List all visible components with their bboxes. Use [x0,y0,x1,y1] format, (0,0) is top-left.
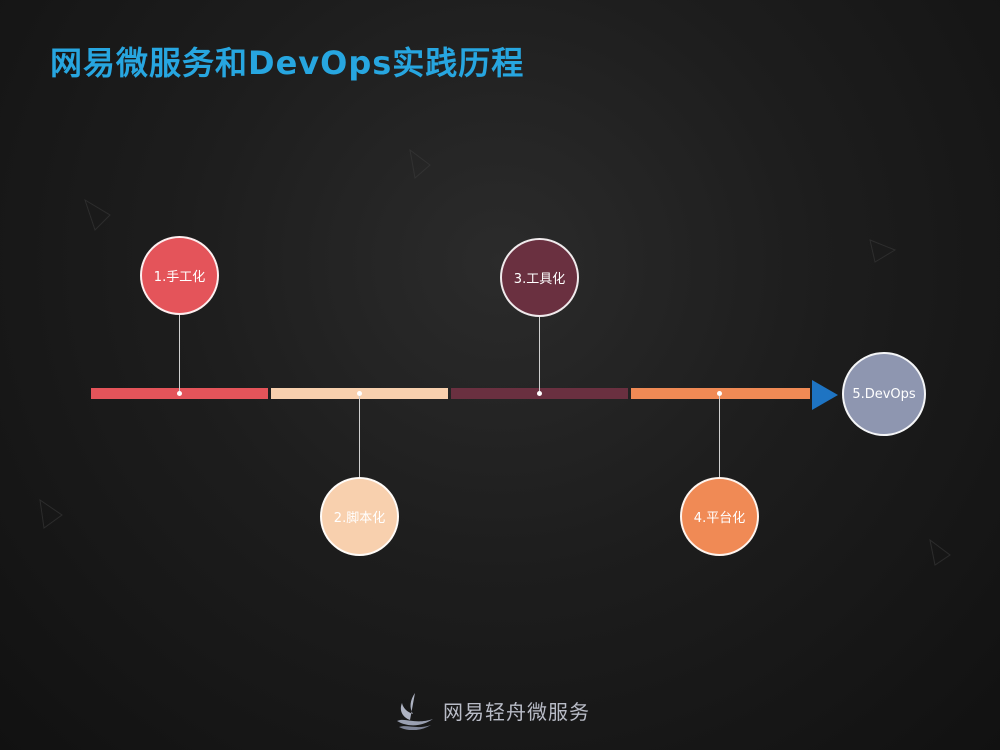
stage-node-1: 1.手工化 [140,236,219,315]
stage-label-3: 3.工具化 [513,272,566,287]
boat-wave-icon [397,693,433,730]
footer-brand-text: 网易轻舟微服务 [443,699,590,724]
junction-dot-2 [357,391,362,396]
connector-stage-3 [539,316,540,394]
connector-stage-1 [179,314,180,394]
stage-node-4: 4.平台化 [680,477,759,556]
stage-label-2: 2.脚本化 [333,511,386,526]
page-title: 网易微服务和DevOps实践历程 [50,44,525,82]
connector-stage-2 [359,394,360,478]
stage-label-5: 5.DevOps [852,386,916,402]
stage-label-1: 1.手工化 [153,270,206,285]
stage-node-5: 5.DevOps [842,352,926,436]
footer-brand: 网易轻舟微服务 [393,690,590,730]
connector-stage-4 [719,394,720,478]
junction-dot-4 [717,391,722,396]
junction-dot-3 [537,391,542,396]
stage-node-2: 2.脚本化 [320,477,399,556]
stage-label-4: 4.平台化 [693,511,746,526]
junction-dot-1 [177,391,182,396]
timeline-arrow-icon [812,380,838,410]
stage-node-3: 3.工具化 [500,238,579,317]
